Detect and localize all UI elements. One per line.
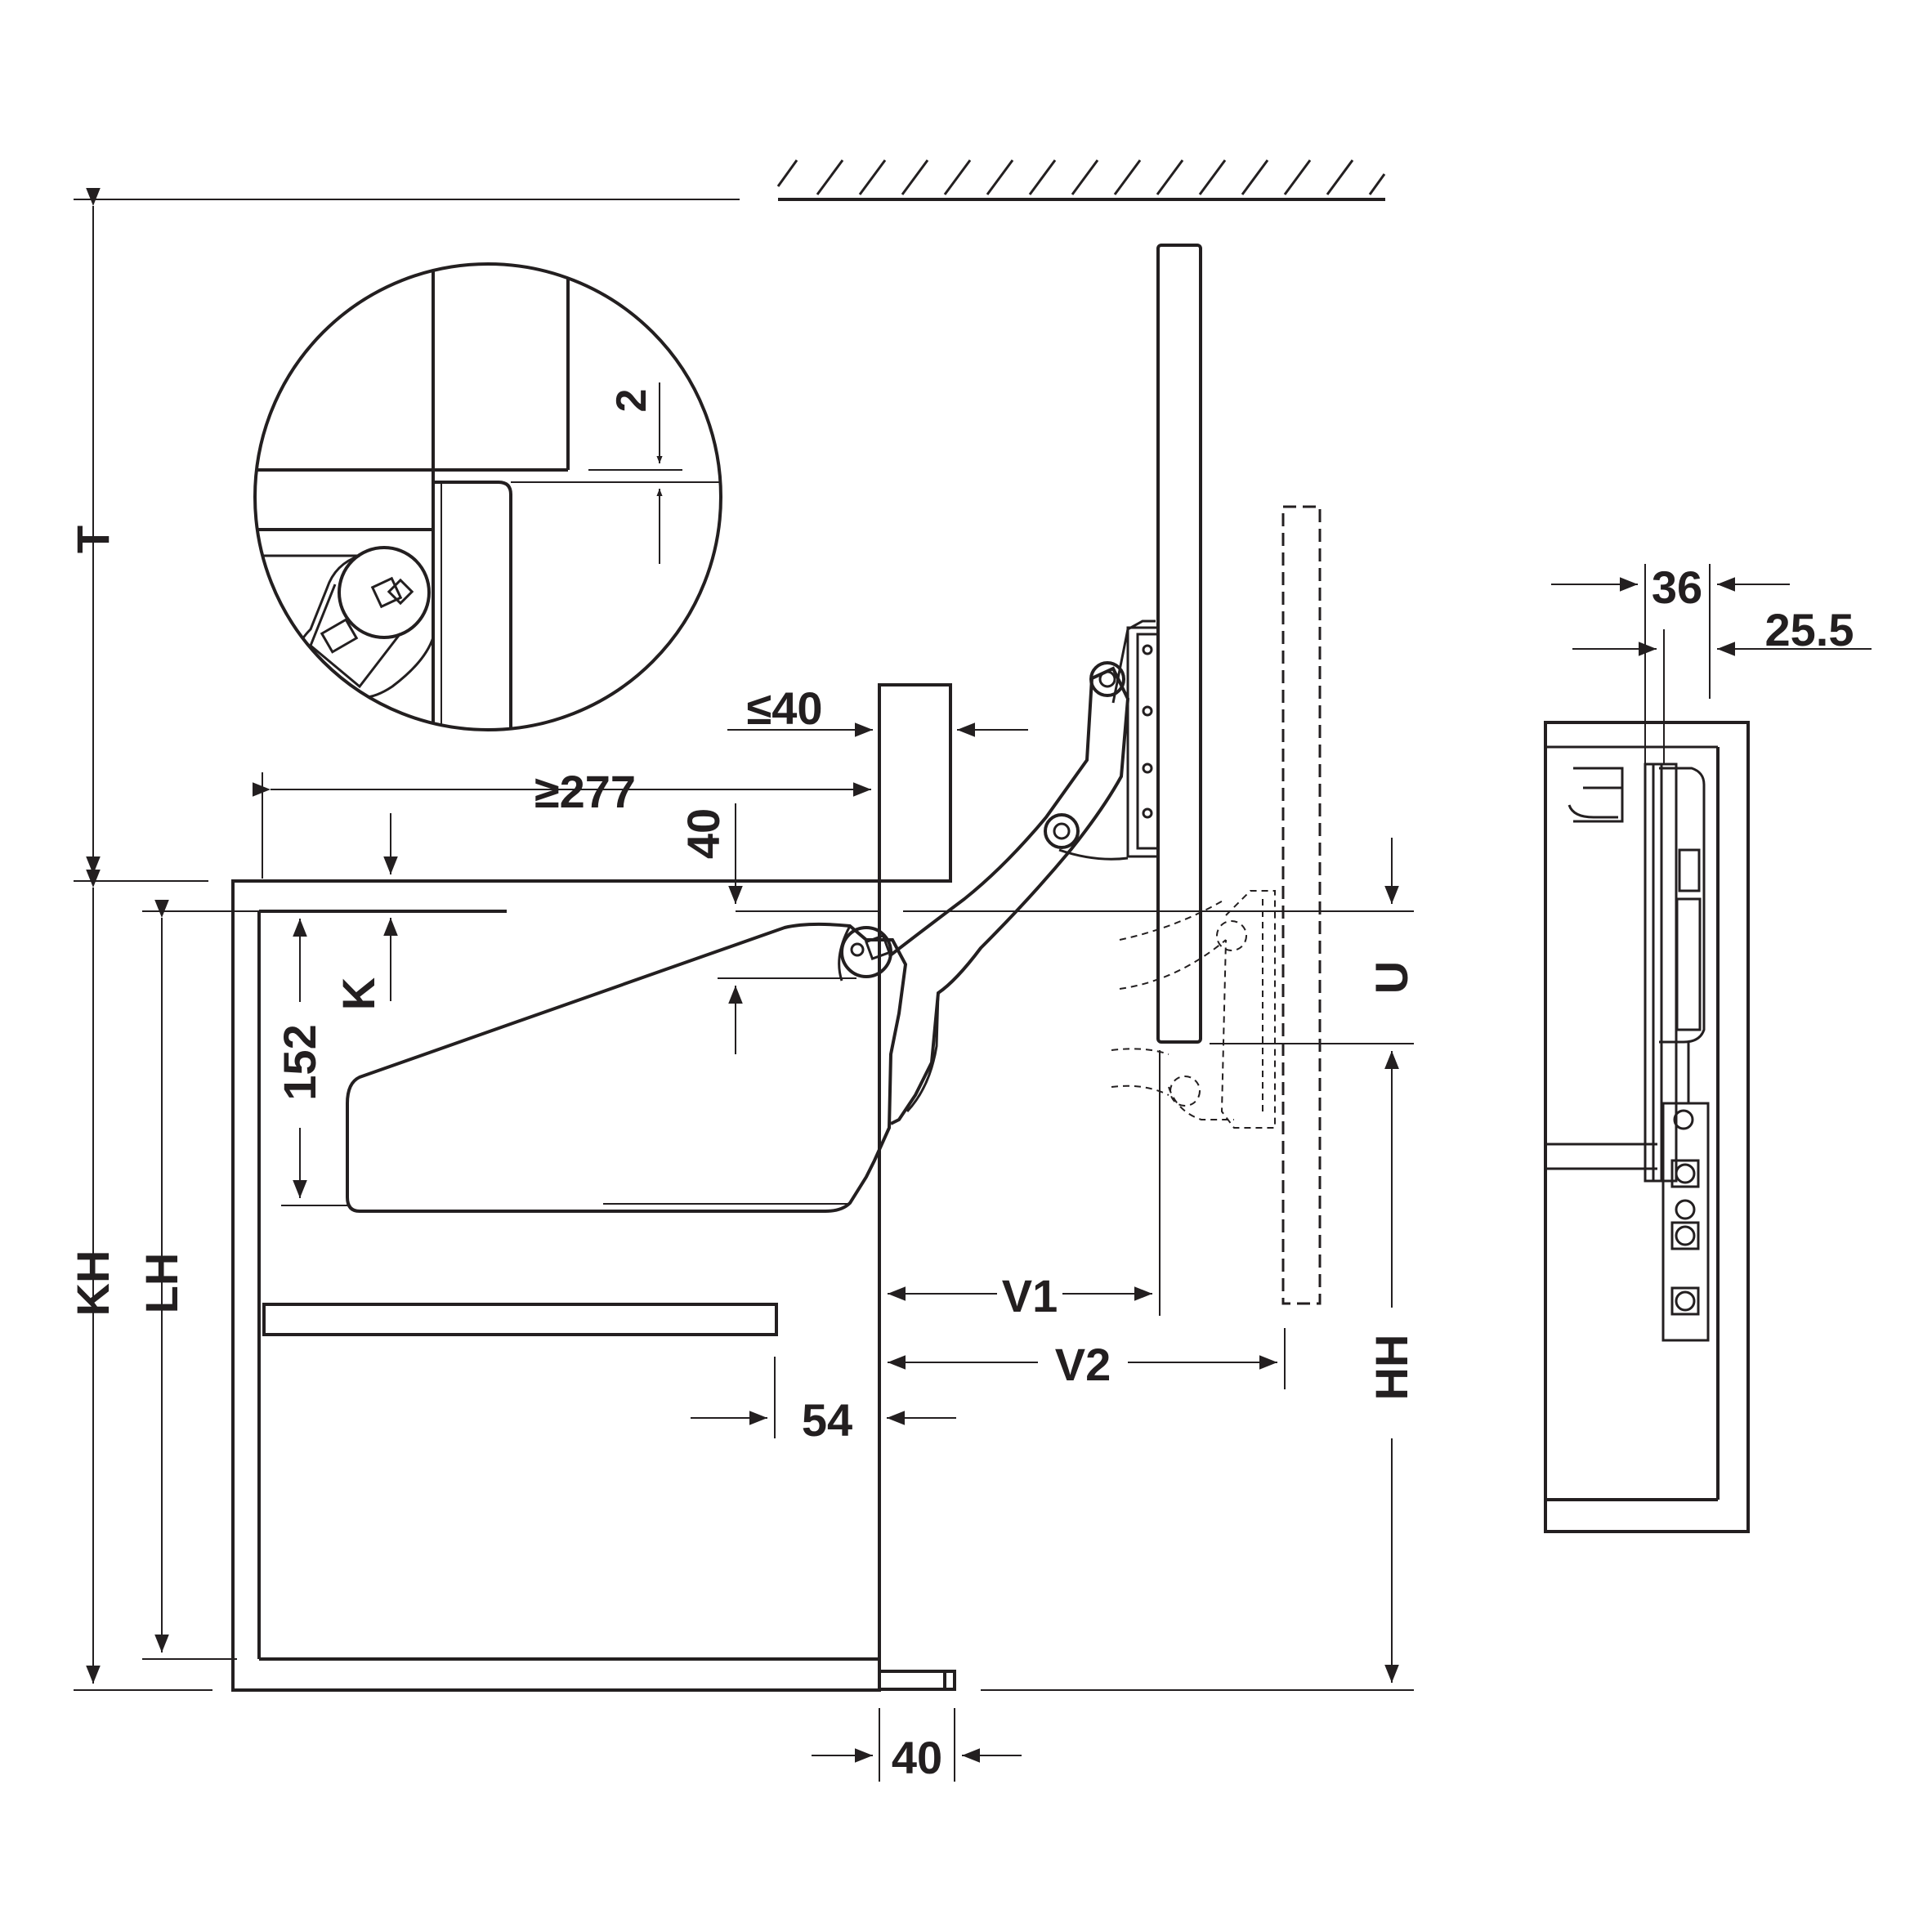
label-54: 54 (802, 1394, 852, 1446)
label-LH: LH (136, 1253, 187, 1314)
mechanism-dashed-position (1111, 890, 1276, 1129)
label-V2: V2 (1055, 1339, 1111, 1390)
label-U: U (1366, 961, 1417, 994)
label-V1: V1 (1002, 1270, 1058, 1322)
label-T: T (67, 525, 119, 553)
label-HH: HH (1366, 1335, 1417, 1401)
label-25-5: 25.5 (1765, 604, 1854, 655)
mechanism-housing (346, 922, 908, 1213)
dimension-40-bottom (812, 1708, 1022, 1782)
door-open (1156, 244, 1202, 1044)
door-dashed-position (1281, 505, 1322, 1305)
dimension-36-25-5 (1551, 564, 1872, 764)
cabinet-body (231, 879, 956, 1692)
side-stile (878, 683, 952, 883)
side-view-mechanism (1568, 763, 1710, 1342)
mechanism-pivot (840, 926, 892, 978)
label-152: 152 (274, 1024, 325, 1100)
dimension-KH-LH (74, 870, 259, 1691)
label-40-bottom: 40 (892, 1732, 942, 1783)
label-40-vertical: 40 (678, 808, 729, 859)
dimension-40-inner (718, 977, 856, 1054)
label-2: 2 (608, 389, 655, 413)
dimension-40-vertical (728, 803, 879, 912)
dimension-152 (281, 919, 347, 1206)
label-K: K (333, 977, 384, 1010)
ceiling-hatch (776, 159, 1386, 201)
dimension-T (74, 188, 740, 882)
detail-circle (253, 262, 722, 731)
label-40-max: ≤40 (746, 682, 822, 734)
lift-arm (888, 661, 1130, 1125)
label-36: 36 (1652, 561, 1702, 613)
dimension-277 (253, 772, 871, 879)
side-view-cabinet (1544, 721, 1750, 1533)
label-KH: KH (67, 1250, 119, 1317)
label-277: ≥277 (534, 766, 636, 817)
dimension-V1 (888, 1050, 1161, 1316)
dimension-U-HH (903, 838, 1414, 1691)
door-hinge-bracket (1058, 619, 1160, 861)
dimension-54 (691, 1357, 956, 1438)
dimension-V2 (888, 1328, 1286, 1389)
